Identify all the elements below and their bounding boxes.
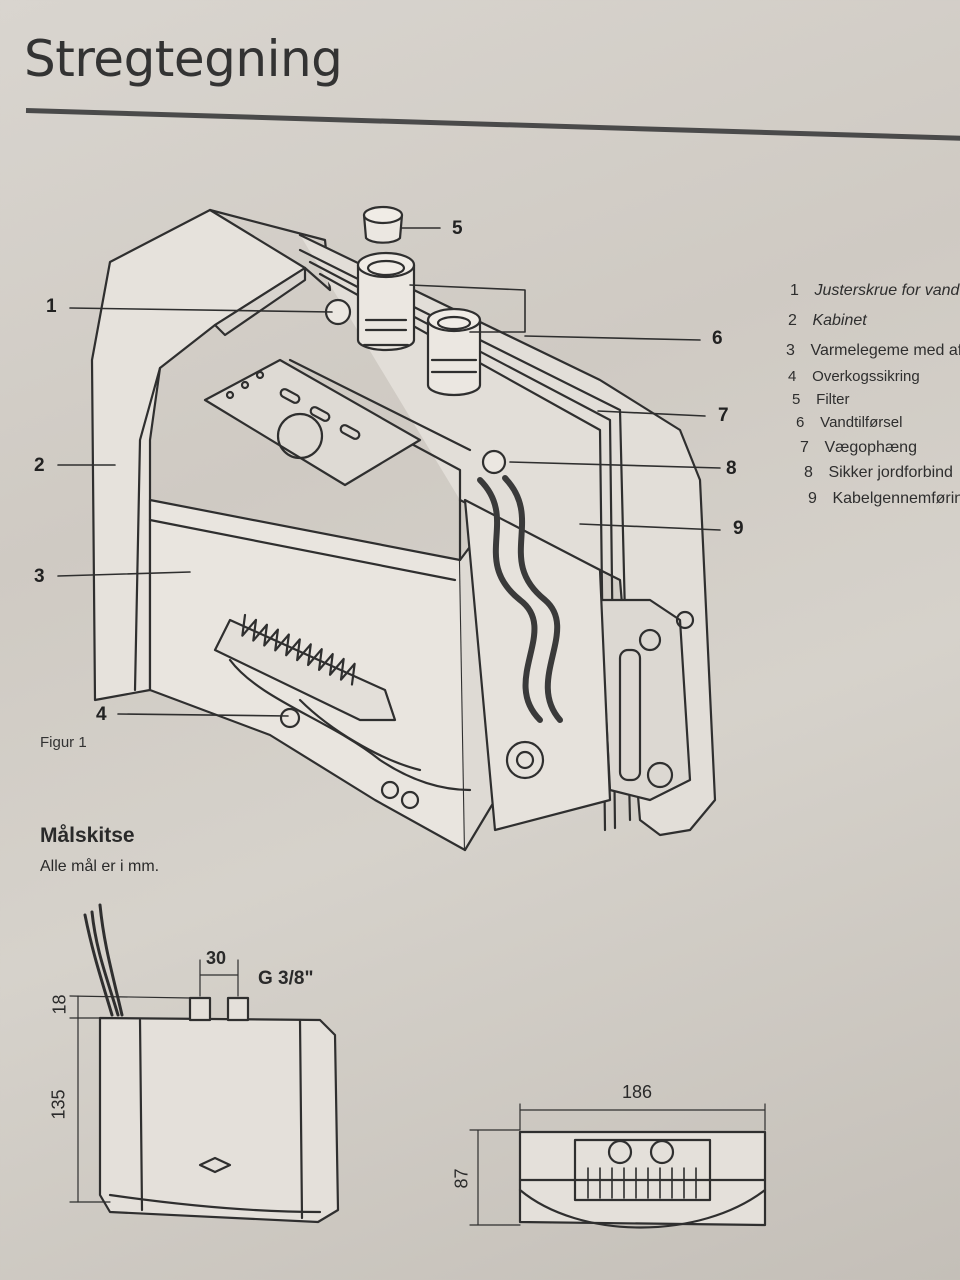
dim-pipe-spacing: 30 (206, 948, 227, 968)
legend-label: Vandtilførsel (820, 414, 903, 431)
sketch-front-view (69, 903, 340, 1224)
callout-9: 9 (733, 518, 744, 539)
legend-item: 5 Filter (792, 391, 850, 408)
legend-item: 4 Overkogssikring (788, 368, 920, 385)
callout-7: 7 (718, 405, 729, 426)
mounting-plate (203, 358, 422, 487)
legend-item: 3 Varmelegeme med af (786, 342, 960, 360)
legend-label: Kabelgennemførin (832, 490, 960, 507)
cabinet-outline (90, 208, 332, 702)
legend-item: 2 Kabinet (788, 312, 867, 329)
legend-label: Filter (816, 391, 850, 408)
sketch-title: Målskitse (40, 824, 135, 847)
legend-item: 1 Justerskrue for vandt (790, 282, 960, 300)
legend-label: Varmelegeme med af (810, 342, 960, 359)
legend-item: 9 Kabelgennemførin (808, 490, 960, 508)
sketch-bottom-view (469, 1103, 767, 1229)
legend-item: 7 Vægophæng (800, 439, 917, 456)
legend-label: Kabinet (812, 312, 867, 329)
callout-8: 8 (726, 458, 737, 479)
callout-leaders (57, 227, 721, 717)
legend-label: Vægophæng (824, 439, 917, 456)
callout-2: 2 (34, 455, 45, 476)
callout-3: 3 (34, 566, 45, 587)
page-title: Stregtegning (24, 30, 343, 88)
dim-thread: G 3/8" (258, 968, 314, 989)
sketch-subtitle: Alle mål er i mm. (40, 858, 160, 875)
figure-caption: Figur 1 (40, 734, 87, 751)
callout-4: 4 (96, 704, 107, 725)
callout-1: 1 (46, 296, 57, 317)
dim-height: 135 (48, 1089, 69, 1120)
dim-depth: 87 (451, 1168, 472, 1189)
dim-width: 186 (622, 1082, 653, 1102)
terminal-block (463, 449, 612, 832)
legend-item: 8 Sikker jordforbind (804, 464, 953, 481)
legend-item: 6 Vandtilførsel (796, 414, 903, 431)
dim-top-offset: 18 (49, 994, 70, 1015)
water-pipes (356, 251, 482, 397)
overheat-cutout (213, 613, 472, 810)
callout-5: 5 (452, 218, 463, 239)
legend-label: Sikker jordforbind (828, 464, 953, 481)
filter-cup (362, 205, 404, 244)
legend-label: Overkogssikring (812, 368, 920, 385)
callout-6: 6 (712, 328, 723, 349)
legend-label: Justerskrue for vandt (814, 282, 960, 299)
